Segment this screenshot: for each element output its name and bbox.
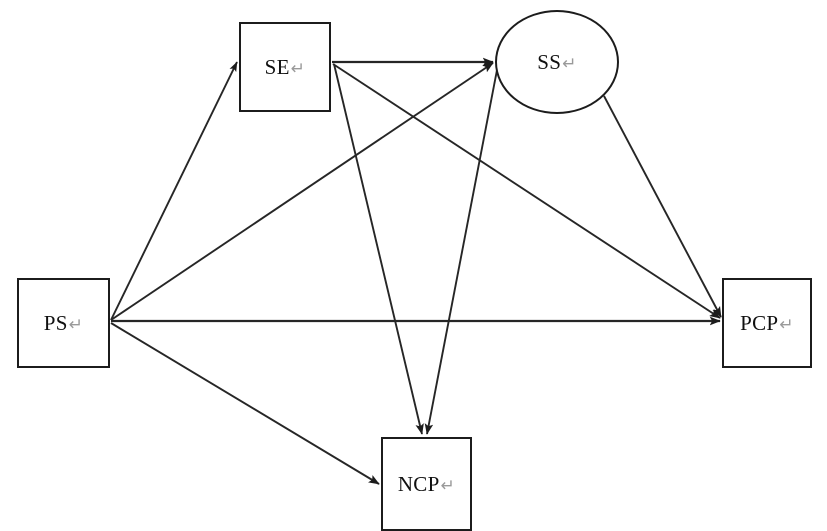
node-pcp[interactable]: PCP↵ xyxy=(722,278,812,368)
edge-ps-ncp xyxy=(110,322,380,485)
edge-se-pcp xyxy=(332,63,721,319)
node-se-label: SE↵ xyxy=(264,54,306,79)
node-ncp[interactable]: NCP↵ xyxy=(381,437,472,531)
node-ss-label: SS↵ xyxy=(537,49,577,74)
edge-ss-ncp xyxy=(424,69,498,435)
pilcrow-icon: ↵ xyxy=(562,53,577,74)
node-pcp-label: PCP↵ xyxy=(740,310,794,335)
node-se[interactable]: SE↵ xyxy=(239,22,331,112)
node-ps-label: PS↵ xyxy=(43,310,84,335)
edge-se-ncp xyxy=(333,63,424,435)
edge-ss-pcp xyxy=(603,95,722,318)
edge-ps-se xyxy=(110,61,238,321)
pilcrow-icon: ↵ xyxy=(290,58,306,79)
pilcrow-icon: ↵ xyxy=(440,475,456,496)
pilcrow-icon: ↵ xyxy=(779,314,794,335)
node-ncp-label: NCP↵ xyxy=(397,471,456,496)
node-ss[interactable]: SS↵ xyxy=(495,10,619,114)
node-ps[interactable]: PS↵ xyxy=(17,278,110,368)
edge-ps-ss xyxy=(110,62,494,321)
pilcrow-icon: ↵ xyxy=(68,314,84,335)
